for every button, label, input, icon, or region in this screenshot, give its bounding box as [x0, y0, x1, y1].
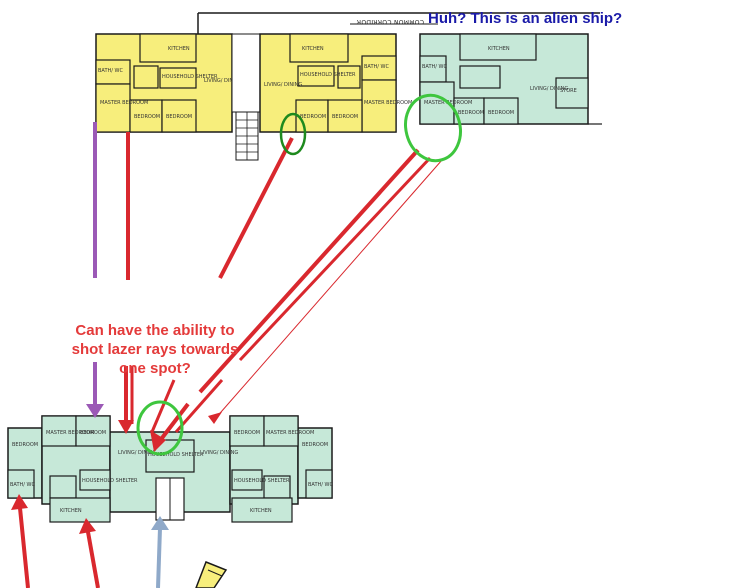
- steel-arrow-bottom: [151, 516, 169, 588]
- purple-arrow: [86, 122, 104, 418]
- room-label: STORE: [560, 88, 577, 94]
- room-label: BEDROOM: [166, 114, 192, 120]
- lazer-annotation-line-2: shot lazer rays towards: [71, 341, 239, 358]
- red-arrow-top-left: [118, 132, 134, 434]
- red-arrow-bottom-mid: [79, 518, 100, 588]
- red-arrow-bottom-left: [11, 494, 30, 588]
- room-label: BEDROOM: [134, 114, 160, 120]
- room-label: BEDROOM: [234, 430, 260, 436]
- room-label: BATH/ WC: [98, 68, 123, 74]
- red-arrow-from-alien-ship-2: [174, 156, 432, 433]
- corridor-label: COMMON CORRIDOR: [357, 18, 424, 25]
- unit-top-middle-yellow: KITCHEN LIVING/ DINING BEDROOM BEDROOM M…: [259, 33, 412, 133]
- room-label: BEDROOM: [12, 442, 38, 448]
- room-label: MASTER BEDROOM: [100, 100, 148, 106]
- top-stairs: [231, 33, 261, 161]
- unit-bottom-green: MASTER BEDROOM BEDROOM BEDROOM LIVING/ D…: [7, 415, 333, 523]
- room-label: LIVING/ DINING: [200, 450, 238, 456]
- room-label: BEDROOM: [302, 442, 328, 448]
- room-label: BEDROOM: [80, 430, 106, 436]
- room-label: BATH/ WC: [364, 64, 389, 70]
- room-label: KITCHEN: [488, 46, 510, 52]
- room-label: BEDROOM: [300, 114, 326, 120]
- red-arrow-from-top-middle: [218, 137, 294, 279]
- top-corridor: COMMON CORRIDOR: [197, 12, 600, 34]
- room-label: LIVING/ DINING: [264, 82, 302, 88]
- unit-top-left-yellow: KITCHEN MASTER BEDROOM BEDROOM BEDROOM L…: [95, 33, 242, 133]
- room-label: HOUSEHOLD SHELTER: [300, 72, 356, 78]
- green-circle-target: [136, 400, 184, 456]
- room-label: HOUSEHOLD SHELTER: [162, 74, 218, 80]
- room-label: LIVING/ DINING: [118, 450, 156, 456]
- room-label: LIVING/ DINING: [204, 78, 242, 84]
- room-label: KITCHEN: [250, 508, 272, 514]
- room-label: BATH/ WC: [10, 482, 35, 488]
- lazer-annotation: Can have the ability to shot lazer rays …: [50, 321, 260, 378]
- room-label: HOUSEHOLD SHELTER: [148, 452, 204, 458]
- room-label: KITCHEN: [60, 508, 82, 514]
- alien-ship-annotation: Huh? This is an alien ship?: [428, 10, 623, 27]
- room-label: MASTER BEDROOM: [266, 430, 314, 436]
- green-circle-alien-ship: [404, 93, 462, 163]
- lazer-annotation-line-3: one spot?: [119, 360, 191, 377]
- room-label: HOUSEHOLD SHELTER: [82, 478, 138, 484]
- unit-bottom-partial-yellow: [195, 561, 228, 588]
- room-label: BEDROOM: [458, 110, 484, 116]
- room-label: BATH/ WC: [422, 64, 447, 70]
- room-label: LIVING/ DINING: [530, 86, 568, 92]
- room-label: KITCHEN: [168, 46, 190, 52]
- room-label: BEDROOM: [332, 114, 358, 120]
- red-arrow-center-short: [130, 366, 176, 433]
- red-arrow-from-alien-ship-3: [208, 159, 443, 424]
- red-arrow-from-alien-ship-1: [150, 148, 420, 452]
- room-label: MASTER BEDROOM: [46, 430, 94, 436]
- room-label: MASTER BEDROOM: [364, 100, 412, 106]
- lazer-annotation-line-1: Can have the ability to: [75, 322, 235, 339]
- room-label: BEDROOM: [488, 110, 514, 116]
- green-circle-top-middle: [279, 112, 307, 156]
- unit-top-right-green: KITCHEN MASTER BEDROOM BEDROOM BEDROOM L…: [419, 33, 602, 125]
- room-label: BATH/ WC: [308, 482, 333, 488]
- room-label: HOUSEHOLD SHELTER: [234, 478, 290, 484]
- room-label: KITCHEN: [302, 46, 324, 52]
